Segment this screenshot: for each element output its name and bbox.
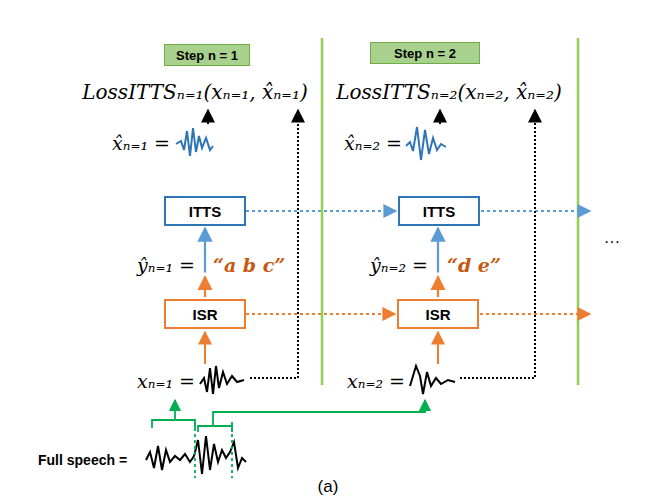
box-label: ISR <box>192 306 217 323</box>
text-symbol: ŷₙ₌₂ = <box>370 254 428 277</box>
synth-waveform <box>176 128 213 156</box>
isr-box: ISR <box>164 299 246 329</box>
loss-arrow <box>460 110 535 378</box>
recognized-text: “a b c” <box>213 254 285 277</box>
box-label: ITTS <box>423 203 456 220</box>
box-label: Step n = 2 <box>394 46 456 61</box>
itts-box: ITTS <box>398 196 480 226</box>
flow-connector <box>205 228 206 297</box>
loss-arrow <box>207 110 209 124</box>
input-waveform <box>410 366 455 394</box>
loss-arrow <box>250 110 298 378</box>
full-speech-label: Full speech = <box>38 452 127 469</box>
text-symbol: ŷₙ₌₁ = <box>137 254 195 277</box>
synth-symbol: x̂ₙ₌₁ = <box>112 132 170 155</box>
figure-caption: (a) <box>318 477 339 497</box>
loss-formula: LossITTSₙ₌₂(xₙ₌₂, x̂ₙ₌₂) <box>336 80 561 104</box>
input-symbol: xₙ₌₁ = <box>137 370 195 393</box>
synth-waveform <box>406 127 446 160</box>
loss-formula: LossITTSₙ₌₁(xₙ₌₁, x̂ₙ₌₁) <box>82 80 307 104</box>
step-box: Step n = 2 <box>370 42 480 64</box>
step-box: Step n = 1 <box>164 44 250 66</box>
input-symbol: xₙ₌₂ = <box>347 370 405 393</box>
input-arrow <box>437 332 439 364</box>
segment-arrow <box>213 400 425 426</box>
step-separator <box>321 38 324 385</box>
box-label: ITTS <box>189 203 222 220</box>
flow-connector <box>246 314 395 315</box>
box-label: Step n = 1 <box>176 48 238 63</box>
itts-box: ITTS <box>164 196 246 226</box>
box-label: ISR <box>425 306 450 323</box>
recognized-text: “d e” <box>447 254 501 277</box>
segment-bracket <box>152 420 195 428</box>
loss-arrow <box>439 110 441 124</box>
flow-connector <box>438 228 439 297</box>
segment-arrow <box>174 400 176 420</box>
continuation-line <box>480 313 590 315</box>
input-arrow <box>204 332 206 364</box>
isr-box: ISR <box>397 299 479 329</box>
input-waveform <box>200 366 244 394</box>
synth-symbol: x̂ₙ₌₂ = <box>344 132 402 155</box>
segment-boundary <box>194 422 196 478</box>
speech-waveform <box>146 436 246 474</box>
ellipsis: … <box>604 228 621 248</box>
segment-bracket <box>198 426 232 432</box>
